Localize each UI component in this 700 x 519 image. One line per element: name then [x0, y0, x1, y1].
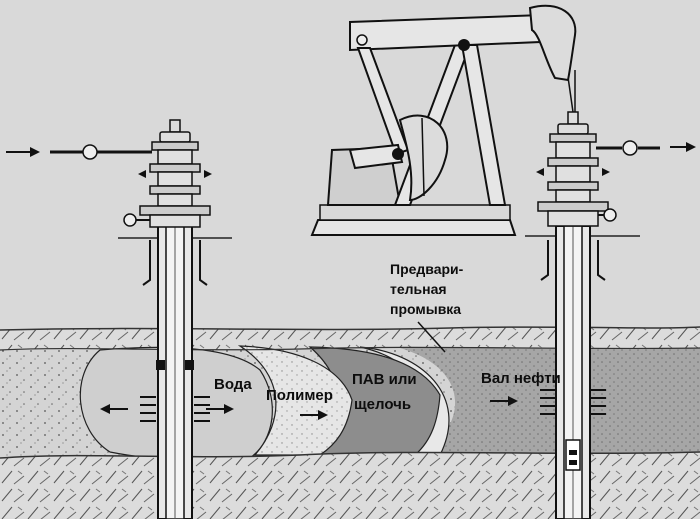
injection-perforations — [140, 396, 210, 422]
label-water: Вода — [214, 376, 252, 393]
label-prewash-line2: тельная — [390, 281, 447, 297]
overburden-layer — [0, 326, 700, 350]
underburden-layer — [0, 451, 700, 519]
production-wellhead-icon — [536, 111, 610, 227]
label-polymer: Полимер — [266, 387, 333, 404]
label-prewash-line1: Предвари- — [390, 261, 464, 277]
label-oil-bank: Вал нефти — [481, 370, 561, 387]
label-surfactant-line2: щелочь — [354, 396, 412, 413]
oil-bank-zone — [400, 347, 700, 454]
inlet-valve-icon — [82, 144, 98, 160]
arrow-left-icon — [100, 404, 128, 414]
valve-icon — [123, 213, 150, 227]
label-prewash-line3: промывка — [390, 301, 462, 317]
production-well — [536, 69, 696, 519]
wellhead-icon — [138, 119, 212, 228]
arrow-right-icon — [6, 147, 40, 157]
outlet-valve-icon — [622, 140, 638, 156]
production-valve-icon — [598, 208, 617, 222]
injection-well — [6, 119, 212, 519]
polymer-zone — [237, 345, 353, 456]
pumpjack-icon — [310, 4, 577, 236]
label-surfactant-line1: ПАВ или — [352, 371, 417, 388]
outlet-arrow-right-icon — [670, 142, 696, 152]
injection-packer — [156, 360, 165, 370]
production-perforations — [540, 389, 606, 415]
